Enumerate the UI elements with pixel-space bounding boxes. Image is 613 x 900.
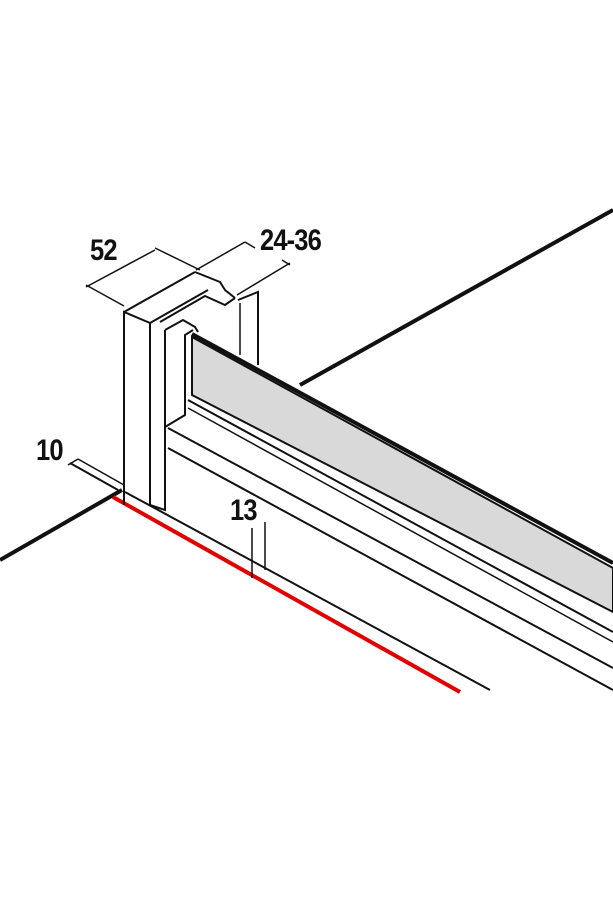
profile-top [149,289,209,324]
dim-label-52: 52 [90,234,118,267]
profile-top [159,294,236,323]
rail-line [187,407,613,643]
dim-52-line [85,249,156,288]
profile-top [123,271,196,313]
dim-10-line [67,458,79,466]
dim-52-tick [154,247,201,271]
wall-profile [149,330,166,512]
dim-52-tick [85,284,125,307]
floor-line [69,462,119,491]
left-wall-line [0,488,123,562]
glass-panel [191,335,613,614]
threshold-red-line [112,495,461,694]
back-profile [237,290,259,365]
dim-10-line [77,458,125,486]
back-wall-line [299,208,613,387]
adapter-profile [164,329,194,428]
wall-profile [123,310,151,505]
rail-line [187,399,613,633]
rail-line [167,447,613,691]
dim-24-36-line [236,262,291,296]
dim-24-36-tick [244,241,256,249]
profile-top [164,318,199,333]
dim-24-36-tick [281,259,291,266]
dim-label-13: 13 [230,494,258,527]
profile-top [194,271,236,299]
dim-label-10: 10 [36,434,64,467]
dim-label-24-36: 24-36 [260,224,322,257]
dim-24-36-line [195,241,246,271]
glass-top-edge [191,332,613,565]
floor-line [124,491,491,691]
rail-line [167,427,613,669]
